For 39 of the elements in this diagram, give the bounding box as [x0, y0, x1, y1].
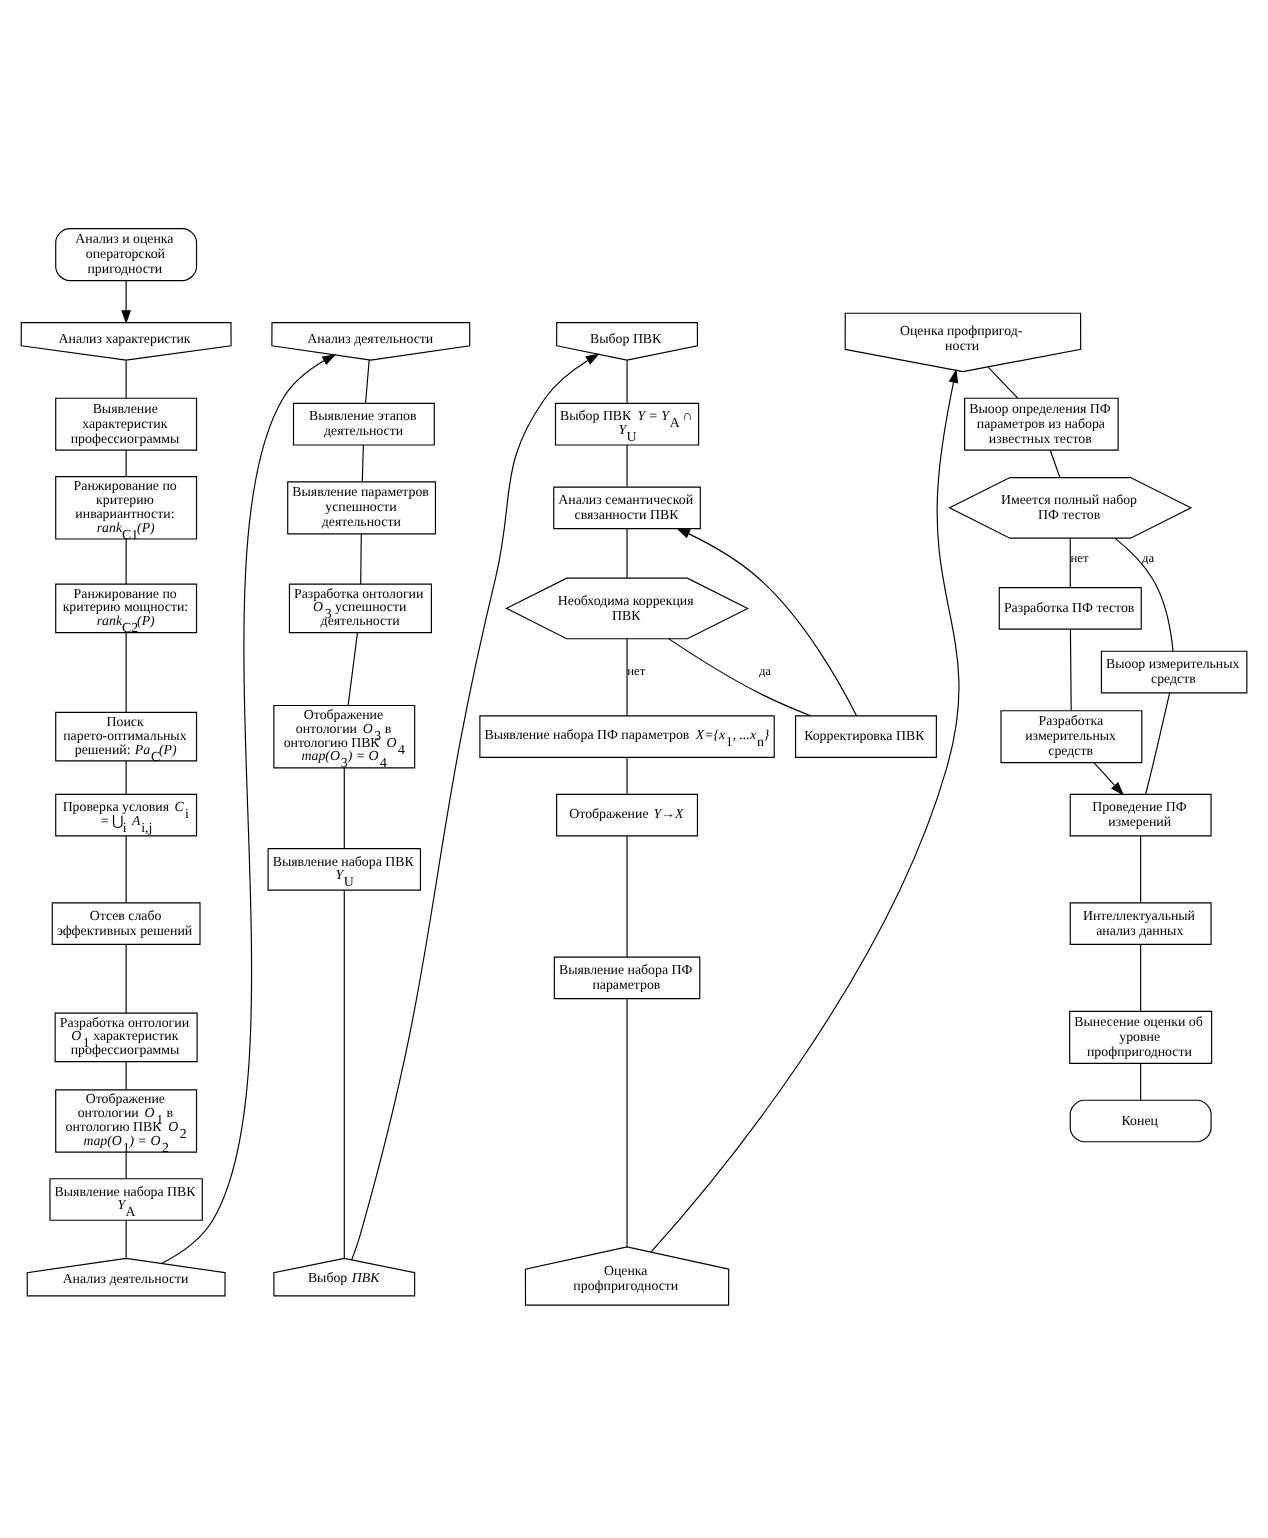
connector	[125, 1219, 127, 1258]
connector	[626, 997, 628, 1247]
connector	[343, 766, 345, 848]
connector	[1140, 834, 1142, 903]
connector	[1049, 448, 1061, 477]
connector	[361, 443, 364, 482]
connector	[347, 631, 359, 705]
connector	[1145, 691, 1171, 794]
connector	[125, 943, 127, 1013]
connector	[125, 834, 127, 903]
connector	[125, 358, 127, 398]
connector	[626, 637, 628, 716]
connector	[365, 358, 370, 403]
connector	[626, 358, 628, 403]
connector	[125, 537, 127, 584]
connector	[125, 631, 127, 712]
arrow	[121, 279, 131, 323]
connector	[626, 527, 628, 578]
arrow	[676, 526, 858, 716]
connector	[343, 888, 345, 1258]
arrow	[351, 352, 600, 1260]
arrow	[161, 353, 337, 1263]
connector	[987, 365, 1019, 398]
arrow	[650, 367, 960, 1252]
connector	[626, 834, 628, 957]
connector	[1140, 1061, 1142, 1100]
connector	[626, 756, 628, 794]
connector	[626, 443, 628, 487]
connector	[360, 532, 362, 584]
connector	[1114, 536, 1174, 651]
connector	[125, 448, 127, 477]
connector	[1069, 536, 1071, 587]
connector	[125, 759, 127, 794]
connector	[667, 637, 812, 716]
connector	[125, 1060, 127, 1090]
connector	[1069, 627, 1072, 710]
connector	[125, 1150, 127, 1179]
connector	[1140, 943, 1142, 1011]
arrow	[1093, 761, 1124, 795]
